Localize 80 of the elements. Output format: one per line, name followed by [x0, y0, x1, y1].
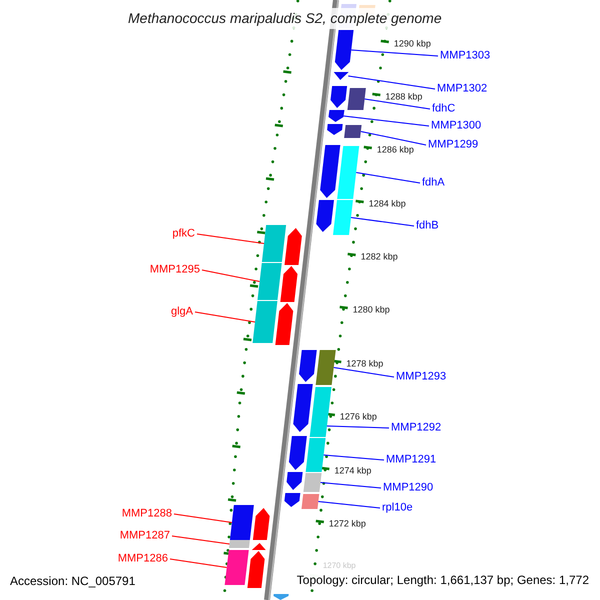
gene-feature — [302, 494, 320, 509]
gene-label: glgA — [170, 306, 193, 318]
leader-line — [320, 482, 382, 488]
gene-feature — [286, 472, 303, 490]
leader-line — [348, 76, 436, 90]
tick-label: 1288 kbp — [385, 92, 422, 102]
gene-feature — [337, 146, 360, 199]
gene-label: rpl10e — [382, 502, 413, 514]
gene-feature — [275, 303, 294, 345]
leader-line — [174, 514, 232, 523]
tick-label: 1280 kbp — [352, 306, 390, 314]
gene-feature — [330, 86, 348, 108]
tick-label: 1278 kbp — [346, 360, 384, 368]
leader-line — [196, 234, 264, 244]
gene-feature — [303, 473, 322, 492]
gene-label: MMP1288 — [122, 508, 172, 520]
leader-line — [350, 217, 414, 226]
gene-feature — [274, 594, 289, 600]
leader-line — [194, 312, 256, 322]
gene-feature — [299, 350, 317, 382]
gene-feature — [316, 350, 336, 385]
gene-label: MMP1291 — [386, 454, 436, 466]
gene-feature — [344, 125, 362, 138]
leader-line — [343, 116, 430, 126]
leader-line — [364, 98, 430, 110]
leader-line — [170, 558, 228, 568]
gene-label: fdhC — [432, 104, 456, 114]
tick-label: 1282 kbp — [360, 252, 398, 262]
gene-label: MMP1293 — [396, 372, 446, 382]
gene-feature — [306, 438, 326, 472]
leader-line — [333, 367, 394, 378]
gene-feature — [252, 508, 270, 540]
tick-label: 1274 kbp — [334, 466, 372, 476]
tick-label: 1284 kbp — [368, 200, 406, 208]
gene-feature — [316, 200, 334, 232]
gene-feature — [288, 436, 307, 470]
tick-label: 1272 kbp — [328, 520, 366, 528]
leader-line — [318, 501, 380, 508]
gene-feature — [284, 228, 302, 265]
gene-label: MMP1295 — [150, 264, 200, 276]
tick-label: 1276 kbp — [340, 412, 377, 422]
tick-label: 1290 kbp — [394, 40, 431, 48]
gene-feature — [334, 30, 354, 70]
gene-feature — [347, 88, 366, 110]
leader-line — [360, 131, 426, 146]
title: Methanococcus maripaludis S2, complete genome — [126, 8, 444, 29]
gene-feature — [327, 124, 343, 135]
gene-feature — [280, 266, 298, 302]
gene-feature — [224, 550, 249, 585]
gene-feature — [293, 384, 313, 432]
gene-feature — [230, 505, 254, 540]
gene-label: MMP1302 — [437, 84, 488, 94]
leader-line — [323, 454, 384, 460]
leader-line — [350, 50, 438, 56]
accession-text: Accession: NC_005791 — [10, 575, 136, 587]
gene-label: MMP1290 — [383, 482, 434, 494]
leader-line — [172, 536, 230, 544]
gene-feature — [310, 387, 332, 437]
leader-line — [356, 172, 420, 184]
gene-feature — [229, 540, 250, 548]
gene-feature — [320, 145, 340, 198]
gene-label: MMP1299 — [428, 140, 478, 150]
gene-feature — [262, 225, 286, 262]
gene-feature — [258, 263, 282, 300]
tick-label: 1286 kbp — [376, 146, 414, 154]
gene-feature — [284, 493, 300, 507]
leader-line — [202, 270, 260, 282]
gene-label: MMP1286 — [118, 554, 168, 564]
gene-feature — [328, 110, 344, 122]
gene-feature — [334, 72, 349, 80]
gene-feature — [333, 200, 353, 235]
leader-line — [326, 426, 390, 428]
gene-label: MMP1287 — [120, 530, 170, 542]
gene-label: MMP1292 — [391, 422, 442, 434]
gene-label: MMP1300 — [431, 120, 482, 132]
gene-label: fdhA — [422, 178, 445, 188]
gene-label: MMP1303 — [440, 50, 490, 62]
gene-feature — [252, 301, 278, 343]
gene-label: pfkC — [172, 228, 195, 240]
gene-label: fdhB — [416, 220, 439, 232]
